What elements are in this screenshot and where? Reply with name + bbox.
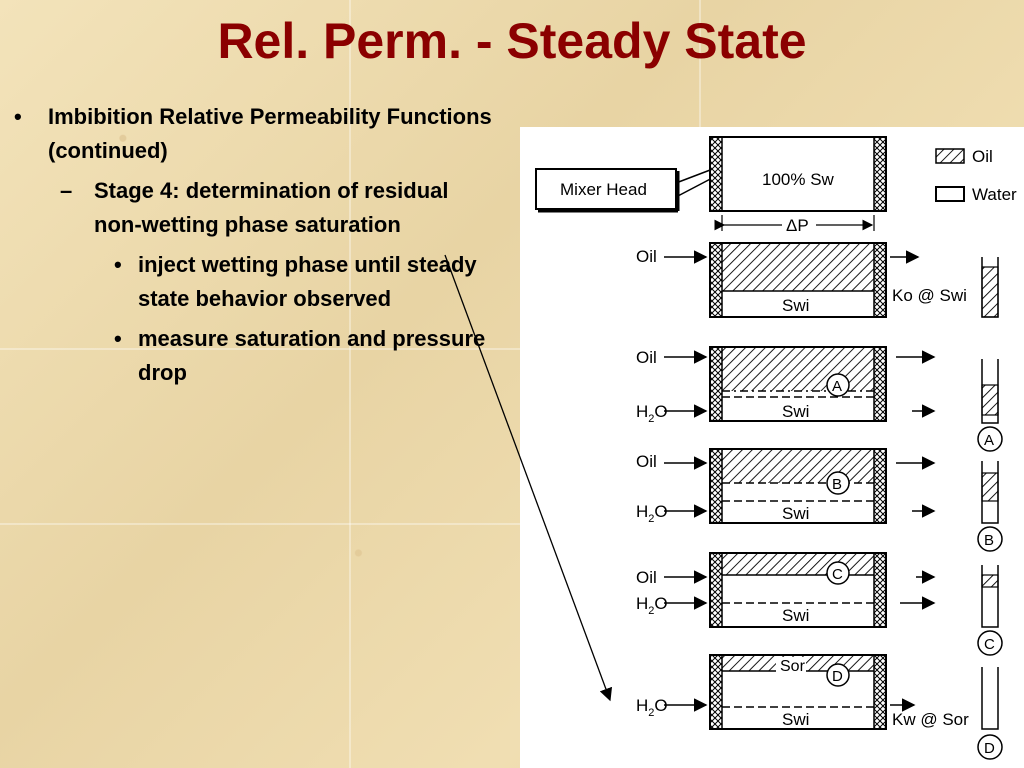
bullet-text: Stage 4: determination of residual non-w…	[94, 178, 449, 237]
stage-a-marker: A	[832, 378, 842, 395]
legend-oil-swatch	[935, 148, 965, 164]
core-stage-b: Oil H2O B Swi B	[636, 448, 1003, 552]
stage-c-marker: C	[832, 566, 843, 583]
swi-label: Swi	[782, 296, 809, 315]
oil-inlet-label: Oil	[636, 452, 657, 471]
delta-p-dimension: ΔP	[714, 215, 875, 235]
diagram-panel: Oil Water Mixer Head 100% Sw ΔP Oil Swi …	[520, 127, 1024, 768]
bullet-marker: •	[114, 252, 122, 277]
delta-p-label: ΔP	[786, 216, 809, 235]
core-flood-diagram: Oil Water Mixer Head 100% Sw ΔP Oil Swi …	[535, 136, 1017, 760]
h2o-inlet-label: H2O	[636, 594, 668, 617]
mixer-head-callout: Mixer Head	[535, 166, 719, 213]
legend: Oil Water	[935, 147, 1017, 204]
bullet-list: • Imbibition Relative Permeability Funct…	[14, 100, 494, 390]
stage-d-marker: D	[984, 740, 995, 757]
bullet-text: measure saturation and pressure drop	[138, 326, 486, 385]
swi-label: Swi	[782, 710, 809, 729]
core-initial-label: 100% Sw	[762, 170, 835, 189]
legend-water-swatch	[935, 186, 965, 202]
core-ko-swi: Oil Swi Ko @ Swi	[636, 242, 999, 318]
oil-inlet-label: Oil	[636, 348, 657, 367]
bullet-level3: • measure saturation and pressure drop	[14, 322, 494, 390]
bullet-text: Imbibition Relative Permeability Functio…	[48, 104, 492, 163]
h2o-inlet-label: H2O	[636, 696, 668, 719]
core-stage-a: Oil H2O A Swi A	[636, 346, 1003, 452]
mixer-head-label: Mixer Head	[560, 180, 647, 199]
sor-label: Sor	[780, 658, 806, 675]
bullet-text: inject wetting phase until steady state …	[138, 252, 477, 311]
bullet-marker: •	[14, 104, 22, 129]
oil-inlet-label: Oil	[636, 247, 657, 266]
core-stage-c: Oil H2O C Swi C	[636, 552, 1003, 656]
swi-label: Swi	[782, 606, 809, 625]
kw-sor-label: Kw @ Sor	[892, 710, 969, 729]
core-stage-d: H2O Sor D Swi Kw @ Sor D	[636, 654, 1003, 760]
dash-marker: –	[60, 178, 73, 203]
bullet-level2: – Stage 4: determination of residual non…	[14, 174, 494, 242]
stage-a-marker: A	[984, 432, 994, 449]
h2o-inlet-label: H2O	[636, 402, 668, 425]
stage-c-marker: C	[984, 636, 995, 653]
core-initial: 100% Sw	[709, 136, 887, 212]
bullet-level3: • inject wetting phase until steady stat…	[14, 248, 494, 316]
oil-inlet-label: Oil	[636, 568, 657, 587]
stage-b-marker: B	[984, 532, 994, 549]
swi-label: Swi	[782, 504, 809, 523]
legend-water-label: Water	[972, 185, 1017, 204]
ko-swi-label: Ko @ Swi	[892, 286, 967, 305]
h2o-inlet-label: H2O	[636, 502, 668, 525]
bullet-marker: •	[114, 326, 122, 351]
stage-d-marker: D	[832, 668, 843, 685]
swi-label: Swi	[782, 402, 809, 421]
stage-b-marker: B	[832, 476, 842, 493]
slide-title: Rel. Perm. - Steady State	[217, 13, 807, 69]
legend-oil-label: Oil	[972, 147, 993, 166]
bullet-level1: • Imbibition Relative Permeability Funct…	[14, 100, 494, 168]
